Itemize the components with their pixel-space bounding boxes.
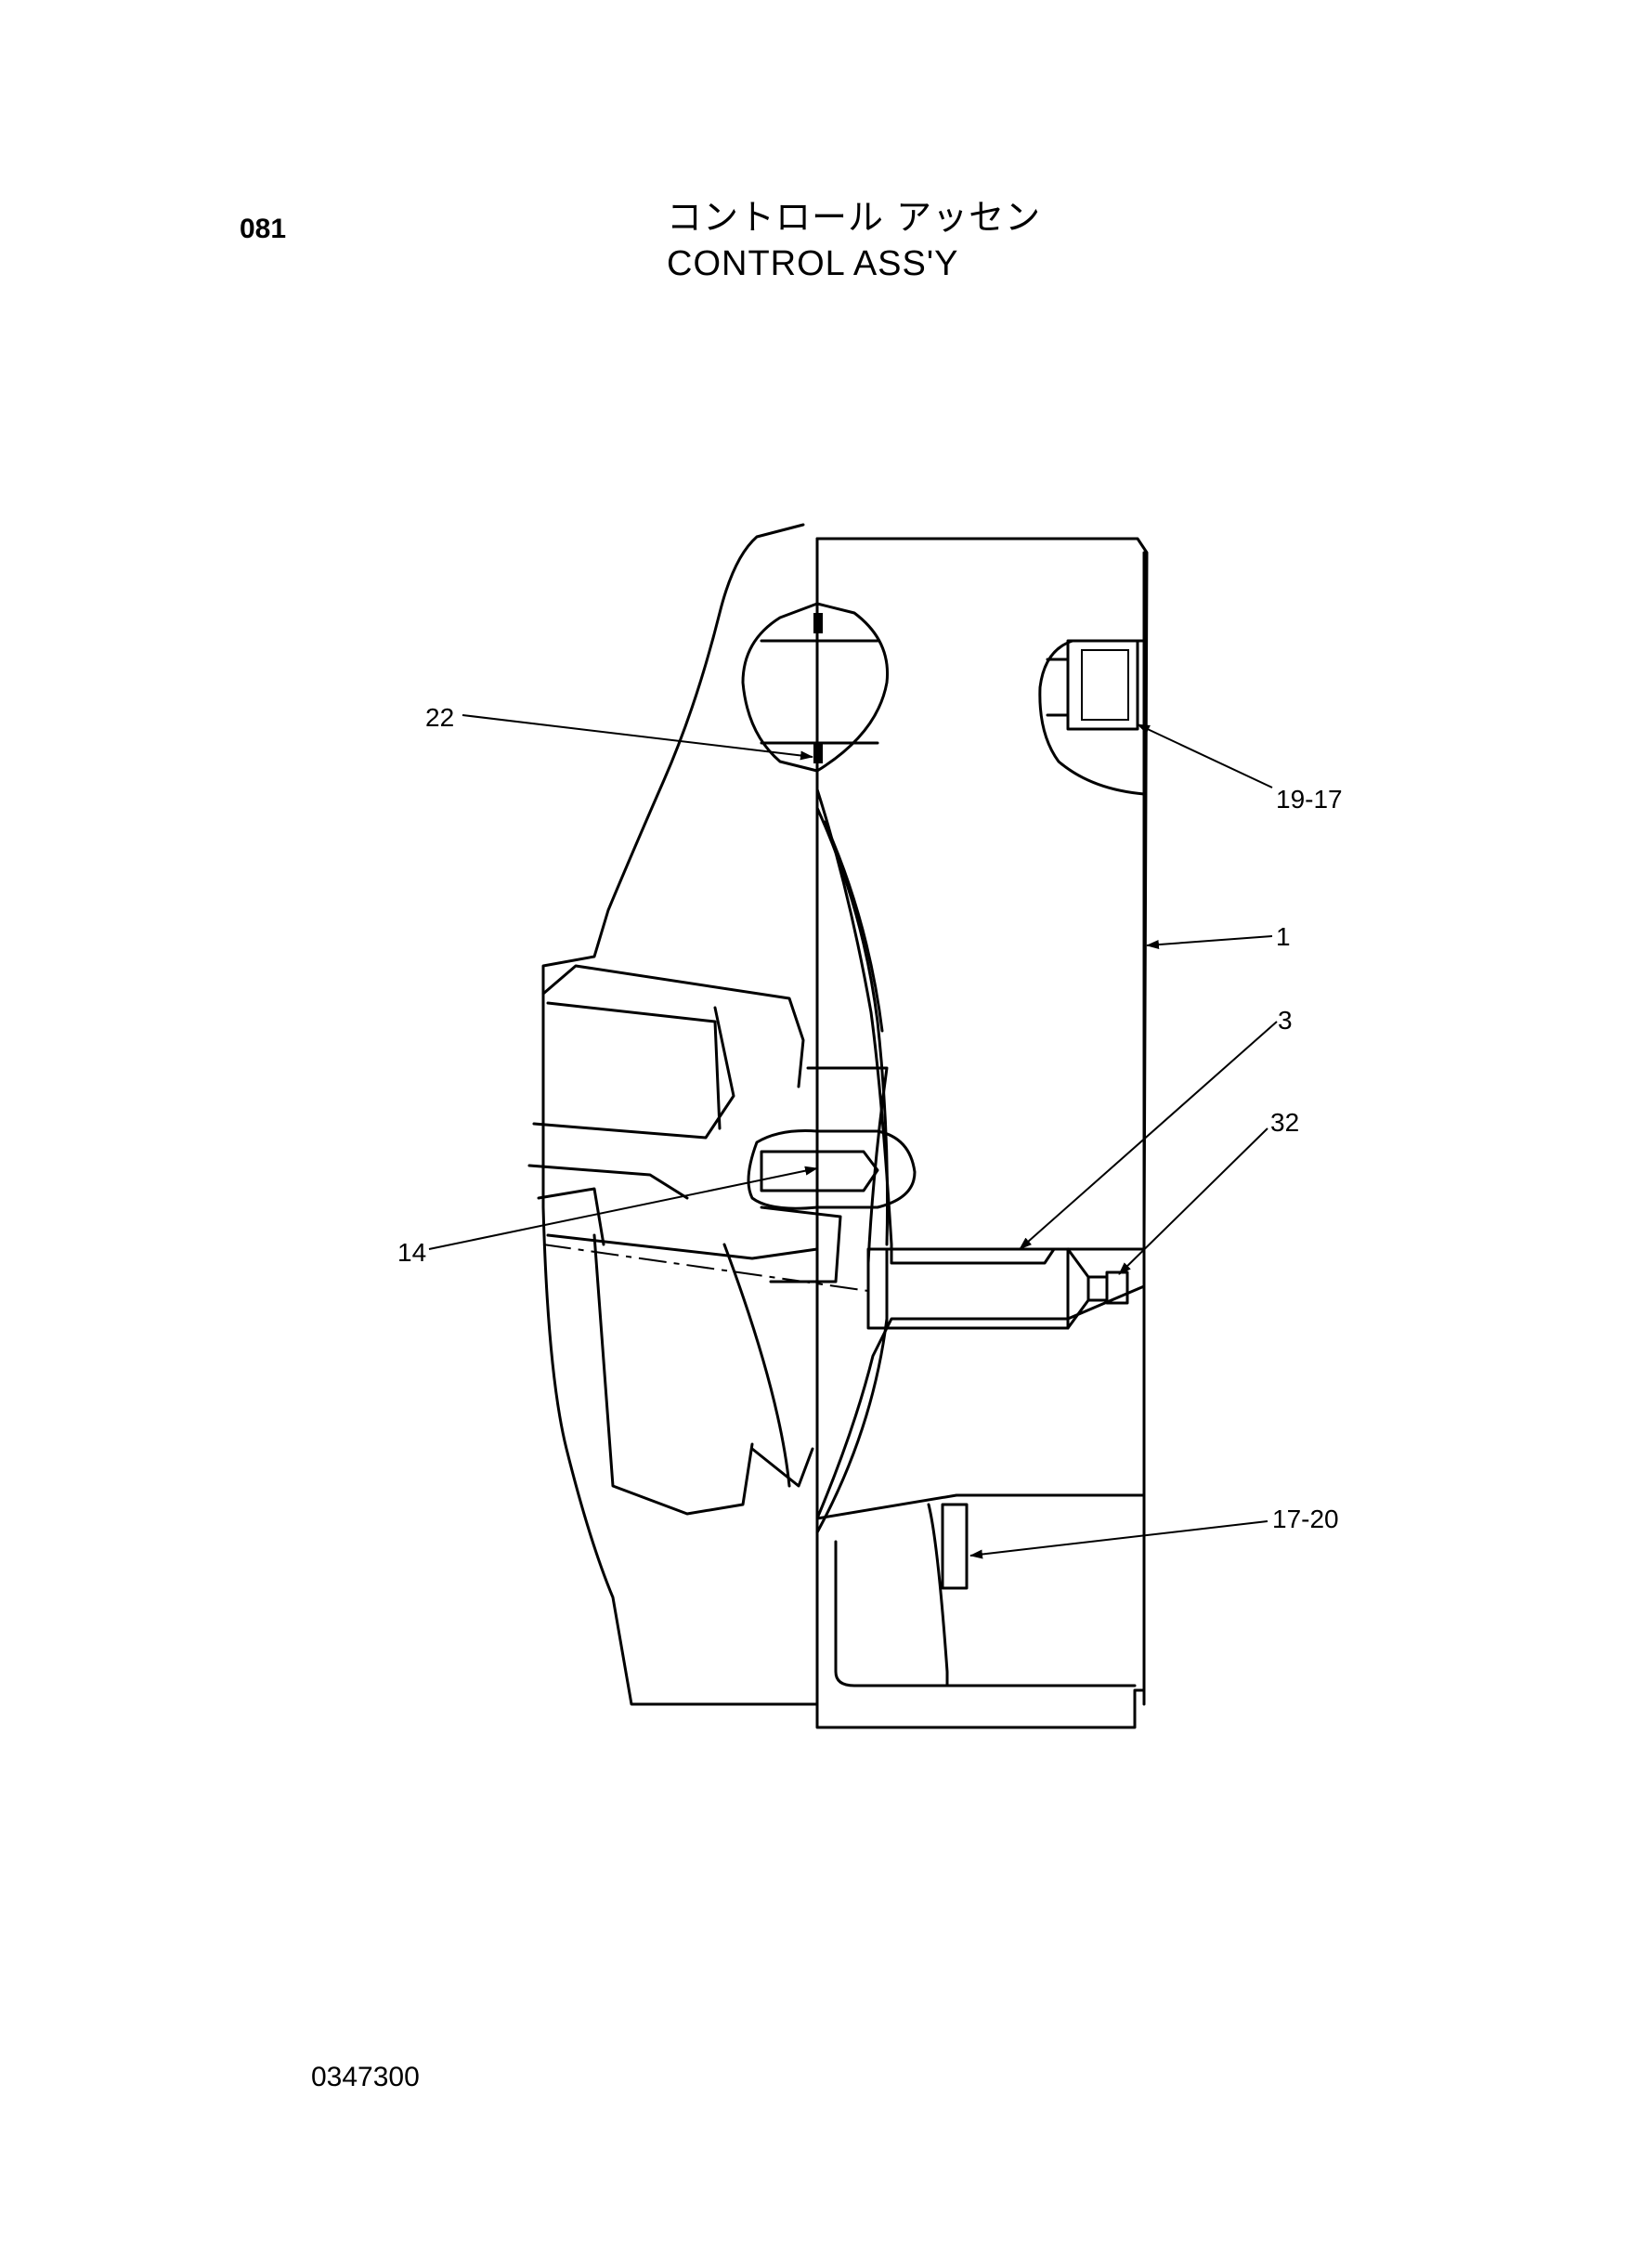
- pin-pocket: [747, 1129, 917, 1210]
- callout-22: 22: [425, 703, 454, 732]
- callout-32: 32: [1270, 1108, 1299, 1137]
- page-number: 081: [240, 214, 287, 244]
- plug-cavity: [1038, 639, 1146, 796]
- title-block: コントロール アッセン CONTROL ASS'Y: [667, 195, 1041, 288]
- callout-labels: 22 19-17 1 3 32 14 17-20: [397, 703, 1343, 1533]
- main-block-section: [815, 537, 1149, 1729]
- seal-pocket: [741, 602, 890, 773]
- title-english: CONTROL ASS'Y: [667, 244, 959, 283]
- callout-14: 14: [397, 1238, 426, 1267]
- callout-19-17: 19-17: [1276, 785, 1343, 814]
- piston-assembly: [542, 1244, 1129, 1330]
- callout-17-20: 17-20: [1272, 1505, 1339, 1533]
- title-japanese: コントロール アッセン: [667, 197, 1042, 238]
- housing-outline: [527, 523, 889, 1706]
- leader-lines: [428, 714, 1278, 1559]
- small-plug: [941, 1503, 969, 1590]
- callout-3: 3: [1278, 1006, 1293, 1035]
- document-number: 0347300: [311, 2062, 420, 2092]
- callout-1: 1: [1276, 922, 1291, 951]
